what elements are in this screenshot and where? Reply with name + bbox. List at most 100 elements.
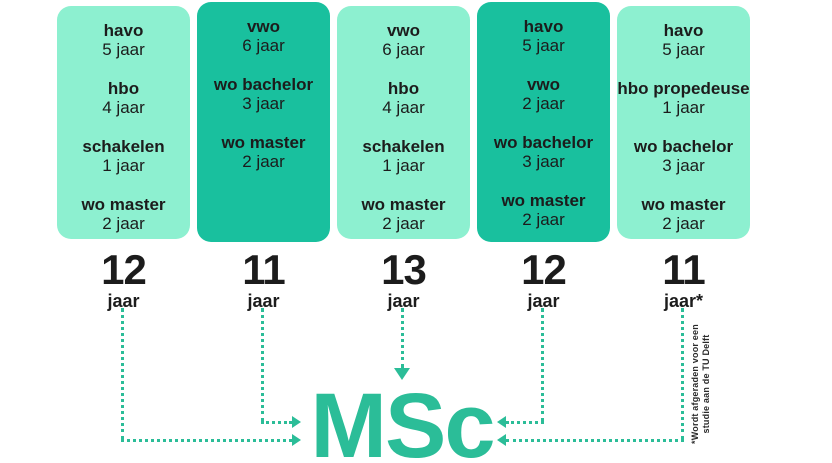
pathway-step: havo 5 jaar: [57, 21, 190, 59]
arrow-line: [506, 421, 544, 424]
step-label: wo bachelor: [633, 137, 734, 156]
pathway-step: wo master 2 jaar: [337, 195, 470, 233]
step-label: hbo propedeuse: [617, 79, 750, 98]
step-label: vwo: [386, 21, 421, 40]
total-years-1: 12 jaar: [57, 246, 190, 311]
pathway-step: havo 5 jaar: [477, 17, 610, 55]
pathway-step: wo bachelor 3 jaar: [477, 133, 610, 171]
total-unit: jaar: [387, 291, 420, 311]
pathway-step: wo bachelor 3 jaar: [617, 137, 750, 175]
msc-title: MSc: [310, 375, 495, 463]
pathway-step: havo 5 jaar: [617, 21, 750, 59]
pathway-card-2: vwo 6 jaar wo bachelor 3 jaar wo master …: [197, 2, 330, 242]
step-duration: 1 jaar: [382, 156, 425, 175]
footnote-vertical-text: *Wordt afgeraden voor een studie aan de …: [690, 322, 712, 446]
arrow-line: [541, 308, 544, 422]
step-label: schakelen: [362, 137, 445, 156]
arrowhead-right-icon: [292, 416, 301, 428]
arrowhead-right-icon: [292, 434, 301, 446]
pathway-card-3: vwo 6 jaar hbo 4 jaar schakelen 1 jaar w…: [337, 6, 470, 239]
step-label: wo master: [81, 195, 166, 214]
step-label: hbo: [387, 79, 420, 98]
total-number: 11: [662, 246, 705, 293]
step-duration: 2 jaar: [522, 210, 565, 229]
step-label: havo: [523, 17, 564, 36]
step-duration: 2 jaar: [662, 214, 705, 233]
step-label: wo master: [501, 191, 586, 210]
total-years-4: 12 jaar: [477, 246, 610, 311]
pathway-step: vwo 2 jaar: [477, 75, 610, 113]
step-duration: 2 jaar: [522, 94, 565, 113]
step-duration: 3 jaar: [662, 156, 705, 175]
step-duration: 3 jaar: [242, 94, 285, 113]
step-label: wo master: [641, 195, 726, 214]
arrowhead-left-icon: [497, 434, 506, 446]
step-label: wo bachelor: [213, 75, 314, 94]
step-duration: 6 jaar: [242, 36, 285, 55]
arrow-line: [681, 308, 684, 440]
footnote-line-2: studie aan de TU Delft: [701, 334, 711, 434]
total-years-3: 13 jaar: [337, 246, 470, 311]
total-years-2: 11 jaar: [197, 246, 330, 311]
total-number: 12: [521, 246, 567, 293]
pathway-column-4: havo 5 jaar vwo 2 jaar wo bachelor 3 jaa…: [477, 0, 610, 310]
pathway-step: schakelen 1 jaar: [337, 137, 470, 175]
pathway-column-2: vwo 6 jaar wo bachelor 3 jaar wo master …: [197, 0, 330, 310]
pathway-card-4: havo 5 jaar vwo 2 jaar wo bachelor 3 jaa…: [477, 2, 610, 242]
pathway-step: hbo propedeuse 1 jaar: [617, 79, 750, 117]
arrow-line: [261, 421, 292, 424]
step-duration: 5 jaar: [522, 36, 565, 55]
step-duration: 6 jaar: [382, 40, 425, 59]
step-duration: 2 jaar: [102, 214, 145, 233]
pathway-step: wo master 2 jaar: [197, 133, 330, 171]
pathway-step: wo master 2 jaar: [57, 195, 190, 233]
step-duration: 4 jaar: [382, 98, 425, 117]
arrow-line: [261, 308, 264, 422]
arrowhead-left-icon: [497, 416, 506, 428]
card-slot: vwo 6 jaar wo bachelor 3 jaar wo master …: [197, 0, 330, 242]
total-unit: jaar: [107, 291, 140, 311]
step-duration: 1 jaar: [102, 156, 145, 175]
arrowhead-down-icon: [394, 368, 410, 380]
card-slot: havo 5 jaar vwo 2 jaar wo bachelor 3 jaa…: [477, 0, 610, 242]
footnote-line-1: *Wordt afgeraden voor een: [690, 324, 700, 444]
step-duration: 2 jaar: [242, 152, 285, 171]
total-years-5: 11 jaar*: [617, 246, 750, 311]
step-label: havo: [103, 21, 144, 40]
step-duration: 4 jaar: [102, 98, 145, 117]
pathway-step: hbo 4 jaar: [337, 79, 470, 117]
step-duration: 5 jaar: [102, 40, 145, 59]
step-label: schakelen: [82, 137, 165, 156]
step-duration: 1 jaar: [662, 98, 705, 117]
pathway-step: schakelen 1 jaar: [57, 137, 190, 175]
step-label: hbo: [107, 79, 140, 98]
total-unit: jaar: [527, 291, 560, 311]
step-duration: 3 jaar: [522, 152, 565, 171]
step-label: wo master: [361, 195, 446, 214]
step-label: wo bachelor: [493, 133, 594, 152]
card-slot: vwo 6 jaar hbo 4 jaar schakelen 1 jaar w…: [337, 0, 470, 242]
pathway-card-5: havo 5 jaar hbo propedeuse 1 jaar wo bac…: [617, 6, 750, 239]
total-number: 13: [381, 246, 427, 293]
arrow-line: [506, 439, 684, 442]
pathway-step: vwo 6 jaar: [337, 21, 470, 59]
pathway-step: vwo 6 jaar: [197, 17, 330, 55]
step-label: vwo: [526, 75, 561, 94]
arrow-line: [401, 308, 404, 368]
pathway-card-1: havo 5 jaar hbo 4 jaar schakelen 1 jaar …: [57, 6, 190, 239]
pathway-column-5: havo 5 jaar hbo propedeuse 1 jaar wo bac…: [617, 0, 750, 310]
pathway-column-1: havo 5 jaar hbo 4 jaar schakelen 1 jaar …: [57, 0, 190, 310]
step-label: vwo: [246, 17, 281, 36]
card-slot: havo 5 jaar hbo propedeuse 1 jaar wo bac…: [617, 0, 750, 242]
total-number: 11: [242, 246, 285, 293]
pathway-columns: havo 5 jaar hbo 4 jaar schakelen 1 jaar …: [57, 0, 750, 310]
total-unit: jaar*: [663, 291, 704, 311]
pathway-step: hbo 4 jaar: [57, 79, 190, 117]
total-number: 12: [101, 246, 147, 293]
card-slot: havo 5 jaar hbo 4 jaar schakelen 1 jaar …: [57, 0, 190, 242]
total-unit: jaar: [247, 291, 280, 311]
pathway-step: wo master 2 jaar: [617, 195, 750, 233]
step-label: wo master: [221, 133, 306, 152]
step-duration: 5 jaar: [662, 40, 705, 59]
